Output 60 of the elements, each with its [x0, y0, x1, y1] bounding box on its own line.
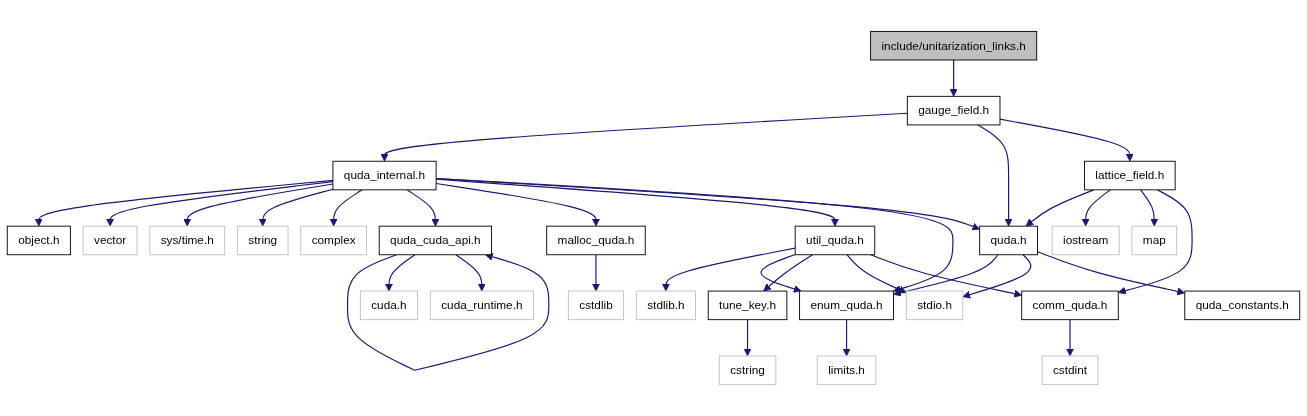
node-box: util_quda.h — [794, 225, 876, 256]
node-box: comm_quda.h — [1021, 290, 1119, 321]
arrow — [34, 179, 334, 227]
arrow — [870, 254, 1023, 298]
arrow — [999, 118, 1134, 162]
arrow — [763, 254, 814, 292]
arrow — [1066, 319, 1074, 357]
node-box: cstring — [718, 355, 777, 386]
arrow — [760, 253, 802, 293]
node-box: cuda.h — [359, 290, 418, 321]
node-box: lattice_field.h — [1084, 160, 1176, 191]
arrow — [435, 177, 954, 293]
arrow — [329, 189, 363, 227]
arrow — [1140, 189, 1159, 227]
arrow — [591, 254, 600, 292]
node-box: include/unitarization_links.h — [870, 30, 1038, 61]
arrow — [435, 178, 839, 227]
arrow — [949, 59, 958, 97]
node-box: stdio.h — [905, 290, 964, 321]
arrow — [1117, 189, 1193, 295]
arrow — [743, 319, 752, 357]
node-box: sys/time.h — [149, 225, 226, 256]
node-box: object.h — [6, 225, 71, 256]
node-box: limits.h — [816, 355, 877, 386]
node-box: cstdint — [1041, 355, 1099, 386]
arrow — [106, 181, 334, 227]
node-box: quda.h — [979, 225, 1038, 256]
arrow — [435, 182, 600, 227]
arrow — [661, 247, 796, 292]
node-box: cstdlib — [567, 290, 625, 321]
arrow — [406, 189, 440, 227]
arrow — [346, 252, 550, 371]
arrow — [258, 188, 334, 227]
node-box: vector — [82, 225, 138, 256]
arrow — [1025, 189, 1095, 227]
node-box: enum_quda.h — [799, 290, 894, 321]
arrow — [380, 112, 908, 162]
node-box: string — [236, 225, 289, 256]
node-box: stdlib.h — [635, 290, 696, 321]
node-box: iostream — [1051, 225, 1120, 256]
node-box: quda_constants.h — [1184, 290, 1301, 321]
node-box: cuda_runtime.h — [429, 290, 534, 321]
arrow — [977, 124, 1013, 227]
node-box: map — [1131, 225, 1178, 256]
node-box: tune_key.h — [707, 290, 788, 321]
node-box: quda_cuda_api.h — [378, 225, 493, 256]
node-box: quda_internal.h — [332, 160, 437, 191]
node-box: malloc_quda.h — [546, 225, 646, 256]
arrow — [962, 254, 1032, 299]
arrow — [183, 183, 334, 227]
arrow — [435, 178, 980, 231]
arrow — [893, 254, 999, 297]
node-box: complex — [300, 225, 367, 256]
arrow — [1081, 189, 1111, 227]
arrow — [1036, 251, 1186, 296]
arrow — [846, 254, 907, 294]
arrow — [384, 254, 416, 292]
node-box: gauge_field.h — [906, 95, 1001, 126]
arrow — [842, 319, 851, 357]
arrow — [455, 254, 486, 292]
